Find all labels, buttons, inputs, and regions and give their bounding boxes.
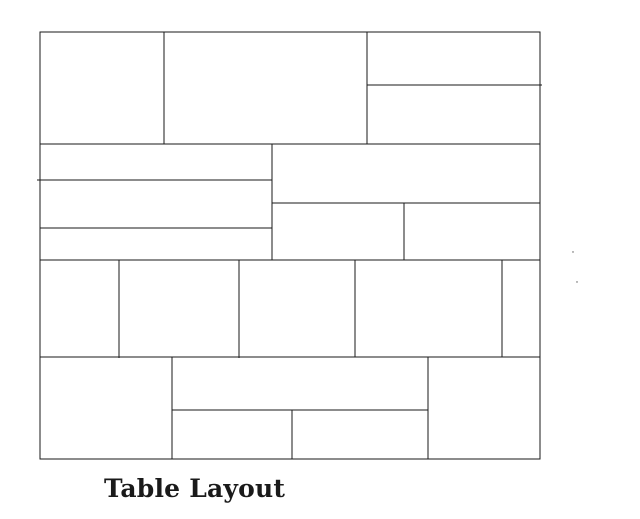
stray-dot [572,251,574,253]
outer-frame [39,31,541,460]
diagram-caption: Table Layout [104,474,286,503]
stray-dot [576,281,578,283]
